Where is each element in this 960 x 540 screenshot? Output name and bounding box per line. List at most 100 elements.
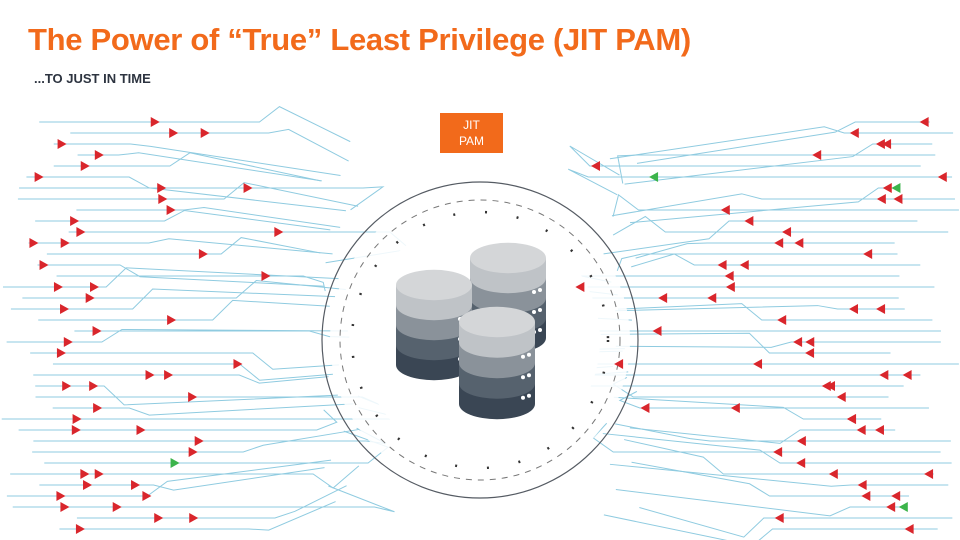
arrow-right-icon — [131, 480, 141, 490]
connection-line — [44, 430, 390, 464]
database-light — [532, 310, 536, 314]
arrow-left-icon — [717, 260, 727, 270]
database-light — [538, 288, 542, 292]
arrow-left-icon — [898, 502, 908, 512]
connection-line — [568, 168, 953, 196]
dashed-ring — [339, 199, 621, 481]
connection-line — [1, 407, 408, 421]
arrow-right-icon — [92, 326, 102, 336]
arrow-right-icon — [34, 172, 44, 182]
arrow-right-icon — [166, 205, 176, 215]
arrow-left-icon — [891, 491, 901, 501]
arrow-right-icon — [63, 337, 73, 347]
arrow-left-icon — [777, 315, 787, 325]
database-light — [521, 395, 525, 400]
connection-line — [612, 376, 889, 398]
connection-line — [33, 427, 387, 445]
arrow-left-icon — [724, 271, 734, 281]
arrow-left-icon — [730, 403, 740, 413]
arrow-right-icon — [200, 128, 210, 138]
database-icon — [396, 242, 546, 420]
connection-line — [53, 143, 341, 176]
arrow-left-icon — [649, 172, 659, 182]
arrow-left-icon — [796, 458, 806, 468]
arrow-right-icon — [53, 282, 63, 292]
database-light — [521, 375, 525, 380]
arrow-left-icon — [857, 480, 867, 490]
arrow-left-icon — [739, 260, 749, 270]
arrow-left-icon — [847, 414, 857, 424]
connection-line — [38, 299, 330, 321]
arrow-left-icon — [805, 337, 815, 347]
connection-line — [76, 207, 341, 228]
database-light — [527, 373, 531, 378]
arrow-left-icon — [876, 304, 886, 314]
arrow-left-icon — [882, 183, 892, 193]
arrow-left-icon — [849, 304, 859, 314]
arrow-left-icon — [782, 227, 792, 237]
arrow-left-icon — [774, 238, 784, 248]
connection-line — [37, 264, 325, 287]
connection-line — [636, 121, 930, 164]
arrow-left-icon — [875, 139, 885, 149]
arrow-right-icon — [154, 513, 164, 523]
connection-line — [74, 330, 350, 338]
connection-line — [611, 193, 955, 217]
arrow-left-icon — [863, 249, 873, 259]
arrow-right-icon — [198, 249, 208, 259]
arrow-left-icon — [805, 348, 815, 358]
arrow-right-icon — [188, 447, 198, 457]
arrow-right-icon — [90, 282, 100, 292]
arrow-left-icon — [774, 513, 784, 523]
arrow-right-icon — [142, 491, 152, 501]
connection-line — [18, 409, 338, 431]
arrow-left-icon — [658, 293, 668, 303]
database-light — [538, 328, 542, 332]
arrow-right-icon — [85, 293, 95, 303]
connection-line — [617, 303, 933, 321]
arrow-right-icon — [75, 524, 85, 534]
arrow-left-icon — [937, 172, 947, 182]
database-light — [521, 354, 525, 359]
arrow-right-icon — [164, 370, 174, 380]
arrow-left-icon — [924, 469, 934, 479]
jit-pam-badge: JIT PAM — [440, 113, 503, 153]
connection-line — [10, 465, 360, 489]
connection-line — [615, 341, 941, 348]
arrow-right-icon — [157, 183, 167, 193]
connection-line — [631, 253, 921, 268]
connection-line — [603, 514, 938, 540]
connection-line — [10, 288, 336, 310]
arrow-left-icon — [640, 403, 650, 413]
outer-ring — [321, 181, 639, 499]
marker-ring — [350, 210, 610, 470]
arrow-left-icon — [879, 370, 889, 380]
connection-line — [59, 501, 336, 531]
arrow-right-icon — [94, 469, 104, 479]
arrow-right-icon — [60, 238, 70, 248]
connection-line — [629, 187, 893, 224]
arrow-left-icon — [794, 238, 804, 248]
connection-lines — [1, 106, 959, 540]
connection-line — [46, 237, 321, 255]
arrow-right-icon — [93, 403, 103, 413]
connection-line — [22, 280, 346, 299]
arrow-right-icon — [60, 304, 70, 314]
connection-line — [53, 152, 321, 182]
arrow-left-icon — [796, 436, 806, 446]
connection-line — [569, 145, 921, 176]
arrow-left-icon — [893, 194, 903, 204]
arrow-left-icon — [828, 469, 838, 479]
connection-line — [56, 275, 326, 292]
arrow-right-icon — [39, 260, 49, 270]
arrow-left-icon — [902, 370, 912, 380]
arrow-left-icon — [725, 282, 735, 292]
arrow-left-icon — [904, 524, 914, 534]
badge-line2: PAM — [458, 134, 485, 148]
arrow-right-icon — [158, 194, 168, 204]
arrow-left-icon — [886, 502, 896, 512]
arrow-left-icon — [575, 282, 585, 292]
arrow-right-icon — [167, 315, 177, 325]
